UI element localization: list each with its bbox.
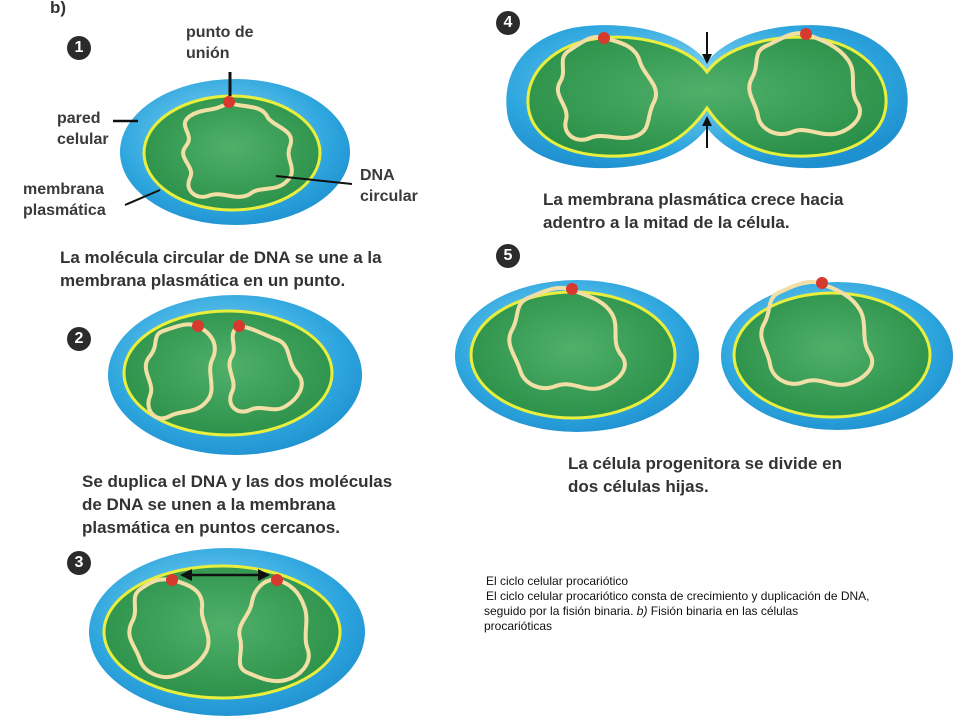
label-attachment-point: punto de unión [186,24,254,62]
circular-dna [181,100,294,199]
caption-step-2: Se duplica el DNA y las dos moléculas de… [82,472,393,537]
label-cell-wall: pared celular [57,110,109,148]
cell-step-4 [506,25,908,169]
label-circular-dna: DNA circular [360,167,418,205]
cytoplasm [102,564,342,700]
step-badge-5: 5 [496,244,520,268]
circular-dna [237,577,311,683]
step-badge-1: 1 [67,36,91,60]
cytoplasm [142,94,322,212]
attachment-point [192,320,204,332]
cytoplasm [526,35,888,158]
footnote-line-2: El ciclo celular procariótico consta de … [486,589,870,603]
cell-step-2 [108,295,362,455]
cell-step-5-daughter-left [455,280,699,432]
attachment-point [800,28,812,40]
caption-step-1: La molécula circular de DNA se une a la … [60,248,382,290]
step-badge-4: 4 [496,11,520,35]
circular-dna [759,279,874,387]
circular-dna [127,577,211,679]
cytoplasm [732,291,932,419]
step-badge-2: 2 [67,327,91,351]
caption-step-5: La célula progenitora se divide en dos c… [568,454,842,496]
footnote-line-1: El ciclo celular procariótico [486,574,629,588]
attachment-point [816,277,828,289]
label-plasma-membrane: membrana plasmática [23,181,106,219]
circular-dna [747,31,862,137]
circular-dna [143,322,217,421]
circular-dna [507,285,627,391]
cell-step-3 [89,548,365,716]
attachment-point [223,96,235,108]
attachment-point [566,283,578,295]
footnote-line-4: procarióticas [484,619,553,633]
figure-footnote: El ciclo celular procariótico El ciclo c… [484,574,924,634]
circular-dna [556,35,658,142]
caption-step-4: La membrana plasmática crece hacia adent… [543,190,844,232]
panel-letter: b) [50,0,67,17]
footnote-line-3: seguido por la fisión binaria. b) Fisión… [484,604,799,618]
step-badge-3: 3 [67,551,91,575]
attachment-point [598,32,610,44]
cell-step-1 [113,72,353,225]
attachment-point [166,574,178,586]
cytoplasm [469,290,677,420]
attachment-point [271,574,283,586]
circular-dna [227,323,304,414]
cell-step-5-daughter-right [721,277,953,430]
attachment-point [233,320,245,332]
